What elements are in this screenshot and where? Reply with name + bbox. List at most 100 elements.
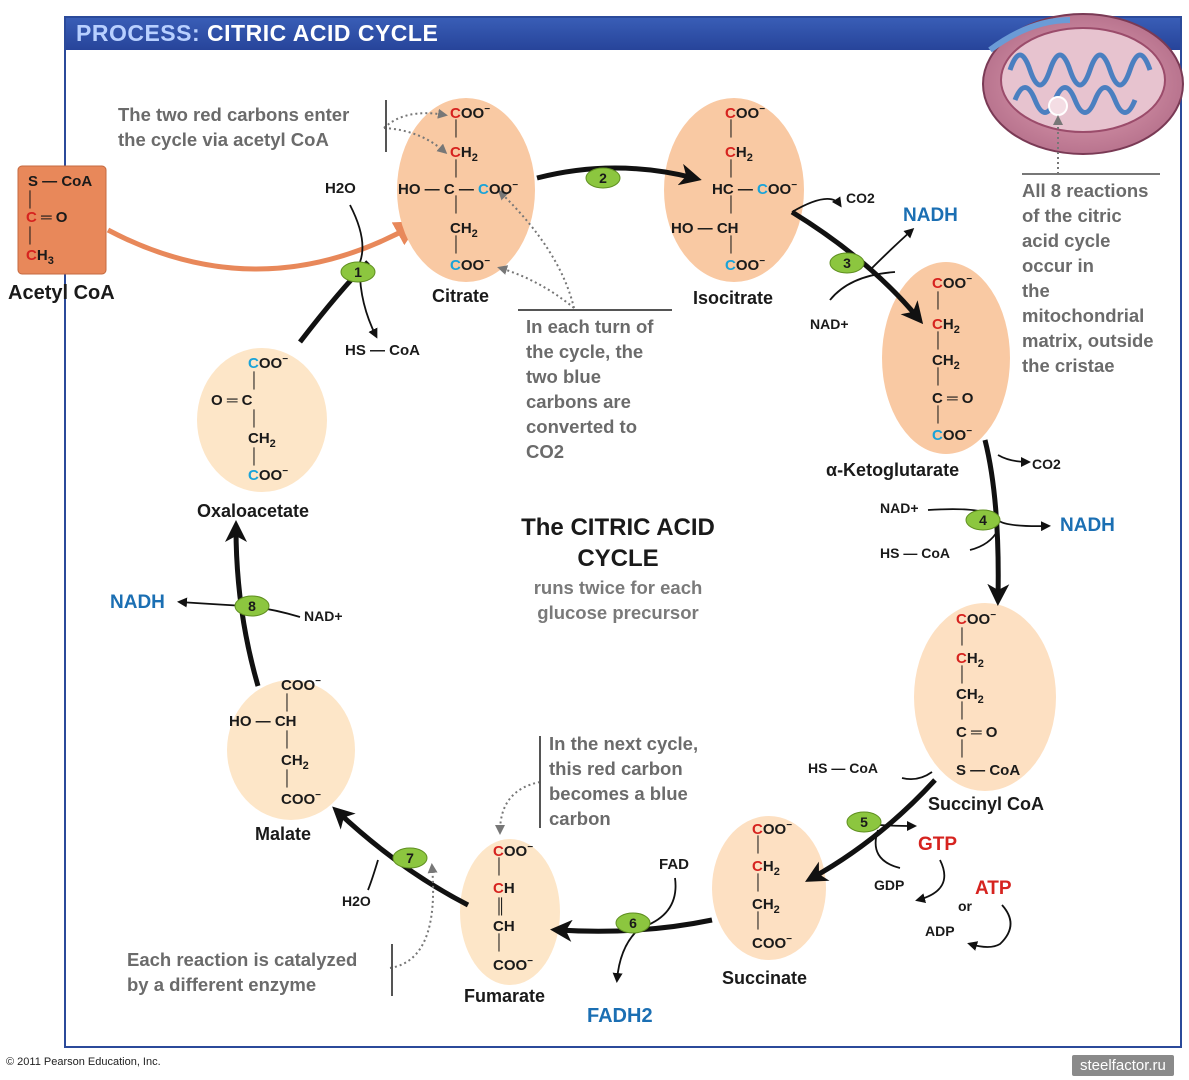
fadh2-label: FADH2 — [587, 1005, 653, 1027]
step-number-6: 6 — [629, 915, 637, 931]
succinate-line: CH2 — [752, 896, 780, 916]
label-malate: Malate — [255, 824, 312, 844]
fumarate-line: CH — [493, 880, 515, 897]
oxaloacetate-line: COO− — [248, 466, 289, 484]
co2-label-1: CO2 — [846, 190, 875, 206]
succinyl-coa-bond: │ — [958, 628, 968, 645]
acetyl-coa-box — [17, 165, 107, 275]
malate-bond: │ — [283, 694, 293, 711]
mitochondrion-image — [982, 13, 1184, 155]
label-fumarate: Fumarate — [464, 986, 546, 1006]
ketoglutarate-bond: │ — [934, 292, 944, 309]
hs-coa-label-4: HS — CoA — [880, 545, 950, 561]
watermark: steelfactor.ru — [1072, 1055, 1174, 1076]
citrate-bond: │ — [452, 160, 462, 177]
isocitrate-line: COO− — [725, 256, 766, 274]
succinyl-coa-line: COO− — [956, 610, 997, 628]
oxaloacetate-line: CH2 — [248, 430, 276, 450]
isocitrate-line: COO− — [725, 104, 766, 122]
citrate-line: COO− — [450, 104, 491, 122]
succinate-bond: │ — [754, 836, 764, 853]
label-oxaloacetate: Oxaloacetate — [197, 501, 310, 521]
page-title: PROCESS: CITRIC ACID CYCLE — [76, 20, 439, 46]
step-number-5: 5 — [860, 814, 868, 830]
fumarate-line: COO− — [493, 956, 534, 974]
isocitrate-line: CH2 — [725, 144, 753, 164]
succinyl-coa-bond: │ — [958, 702, 968, 719]
nad-label-3: NAD+ — [810, 316, 849, 332]
fumarate-line: COO− — [493, 842, 534, 860]
citrate-line: COO− — [450, 256, 491, 274]
succinate-line: CH2 — [752, 858, 780, 878]
isocitrate-bond: │ — [727, 120, 737, 137]
isocitrate-bond: │ — [727, 196, 737, 213]
fumarate-bond: │ — [495, 934, 505, 951]
cycle-arrow-4 — [982, 439, 1010, 606]
ketoglutarate-line: CH2 — [932, 352, 960, 372]
step-number-1: 1 — [354, 264, 362, 280]
malate-bond: │ — [283, 731, 293, 748]
succinate-bond: │ — [754, 912, 764, 929]
ketoglutarate-line: COO− — [932, 426, 973, 444]
ketoglutarate-line: CH2 — [932, 316, 960, 336]
succinate-bond: │ — [754, 874, 764, 891]
succinate-line: COO− — [752, 820, 793, 838]
malate-line: COO− — [281, 676, 322, 694]
malate-ellipse — [227, 680, 355, 820]
step-number-8: 8 — [248, 598, 256, 614]
isocitrate-line: HO — CH — [671, 220, 739, 237]
ketoglutarate-line: COO− — [932, 274, 973, 292]
step-badge-1 — [340, 261, 376, 283]
gdp-label: GDP — [874, 877, 905, 893]
oxaloacetate-bond: │ — [250, 372, 260, 389]
nadh-label-8: NADH — [110, 592, 165, 613]
co2-label-2: CO2 — [1032, 456, 1061, 472]
nad-label-8: NAD+ — [304, 608, 343, 624]
step-number-2: 2 — [599, 170, 607, 186]
succinyl-coa-bond: │ — [958, 740, 968, 757]
acetyl-coa-line: C ═ O — [26, 209, 68, 226]
malate-line: CH2 — [281, 752, 309, 772]
label-ketoglutarate: α-Ketoglutarate — [826, 460, 960, 480]
ketoglutarate-bond: │ — [934, 332, 944, 349]
acetyl-coa-bond: │ — [26, 227, 36, 244]
step-number-7: 7 — [406, 850, 414, 866]
acetyl-coa-line: S — CoA — [28, 173, 93, 190]
succinate-ellipse — [712, 816, 826, 960]
nad-label-4: NAD+ — [880, 500, 919, 516]
succinyl-coa-line: CH2 — [956, 650, 984, 670]
fumarate-ellipse — [460, 839, 560, 985]
oxaloacetate-ellipse — [197, 348, 327, 492]
figure-frame — [64, 16, 1182, 1048]
step-badge-4 — [965, 509, 1001, 531]
copyright: © 2011 Pearson Education, Inc. — [6, 1056, 161, 1068]
adp-label: ADP — [925, 923, 955, 939]
or-label: or — [958, 898, 972, 914]
label-succinyl-coa: Succinyl CoA — [928, 794, 1045, 814]
isocitrate-ellipse — [664, 98, 804, 282]
label-succinate: Succinate — [722, 968, 808, 988]
isocitrate-bond: │ — [727, 236, 737, 253]
fumarate-line: CH — [493, 918, 515, 935]
step-badge-3 — [829, 252, 865, 274]
hs-coa-label-1: HS — CoA — [345, 342, 420, 359]
cycle-arrow-2 — [536, 163, 702, 186]
step-badge-2 — [585, 167, 621, 189]
citrate-line: CH2 — [450, 144, 478, 164]
succinyl-coa-bond: │ — [958, 666, 968, 683]
fumarate-bond: │ — [495, 858, 505, 875]
ketoglutarate-bond: │ — [934, 368, 944, 385]
acetyl-coa-bond: │ — [26, 191, 36, 208]
isocitrate-line: HC — COO− — [712, 180, 798, 198]
citrate-line: CH2 — [450, 220, 478, 240]
citrate-line: HO — C — COO− — [398, 180, 519, 198]
isocitrate-bond: │ — [727, 160, 737, 177]
succinate-line: COO− — [752, 934, 793, 952]
h2o-label-1: H2O — [325, 180, 356, 197]
label-citrate: Citrate — [432, 286, 490, 306]
